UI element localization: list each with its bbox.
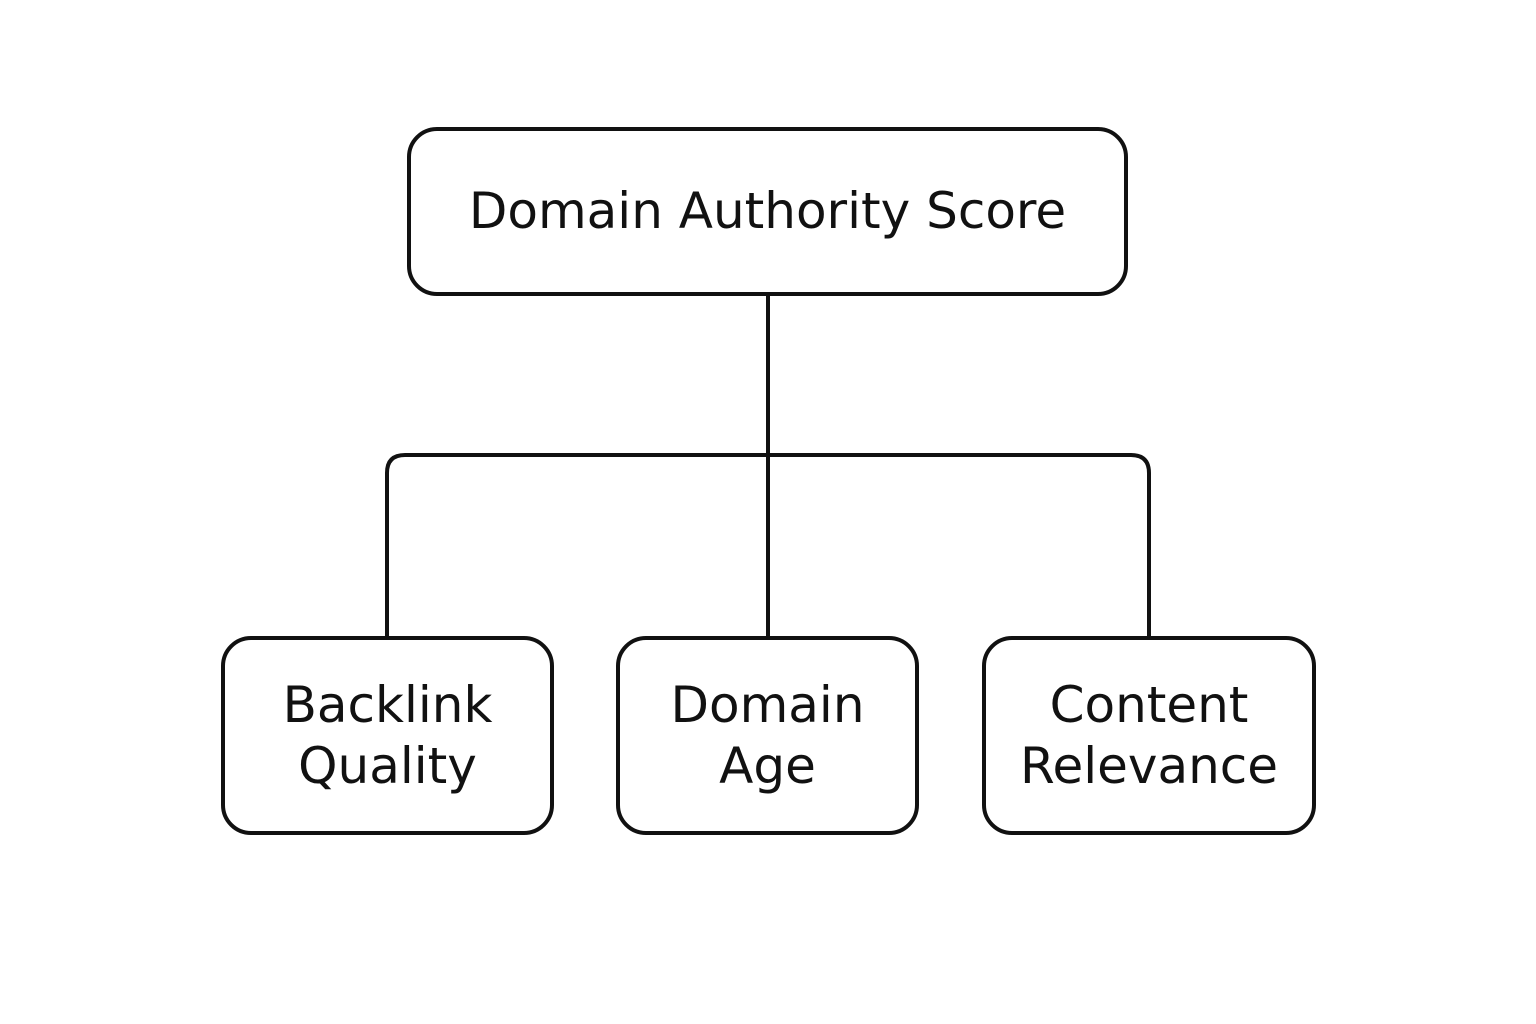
root-node-label: Domain Authority Score (468, 182, 1067, 240)
child-node-label-line-1: Domain (670, 675, 865, 734)
child-node-backlink-quality: Backlink Quality (221, 636, 554, 835)
child-node-label-line-1: Content (1049, 675, 1249, 734)
branch-line (385, 453, 1151, 636)
child-node-label-line-1: Backlink (282, 675, 493, 734)
child-node-content-relevance: Content Relevance (982, 636, 1316, 835)
child-node-domain-age: Domain Age (616, 636, 919, 835)
child-node-label: Domain Age (670, 675, 864, 797)
child-node-label: Backlink Quality (283, 675, 493, 797)
child-node-label: Content Relevance (1020, 675, 1278, 797)
root-node-domain-authority-score: Domain Authority Score (407, 127, 1128, 296)
child-node-label-line-2: Age (719, 736, 816, 795)
child-node-label-line-2: Quality (298, 736, 477, 795)
child-node-label-line-2: Relevance (1019, 736, 1279, 795)
